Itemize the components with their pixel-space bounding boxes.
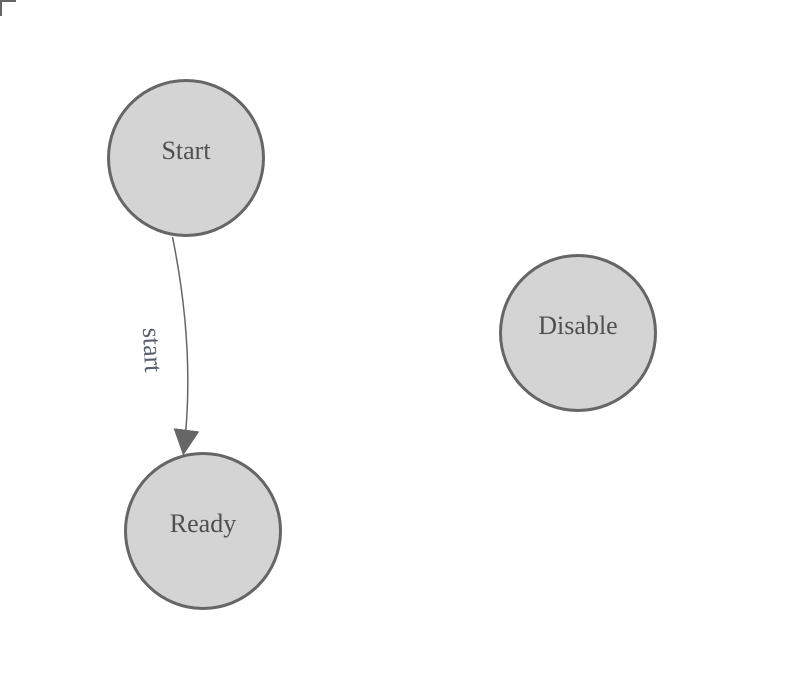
state-node-disable-label: Disable <box>538 311 618 340</box>
state-node-ready[interactable]: Ready <box>124 452 282 610</box>
edge-label-start: start <box>136 326 169 374</box>
state-node-start-label: Start <box>161 136 211 165</box>
canvas-origin-corner-icon <box>0 0 16 16</box>
state-node-start[interactable]: Start <box>107 79 265 237</box>
transition-edge-start-ready[interactable] <box>171 236 200 456</box>
state-node-ready-label: Ready <box>169 509 237 538</box>
state-node-disable[interactable]: Disable <box>499 254 657 412</box>
